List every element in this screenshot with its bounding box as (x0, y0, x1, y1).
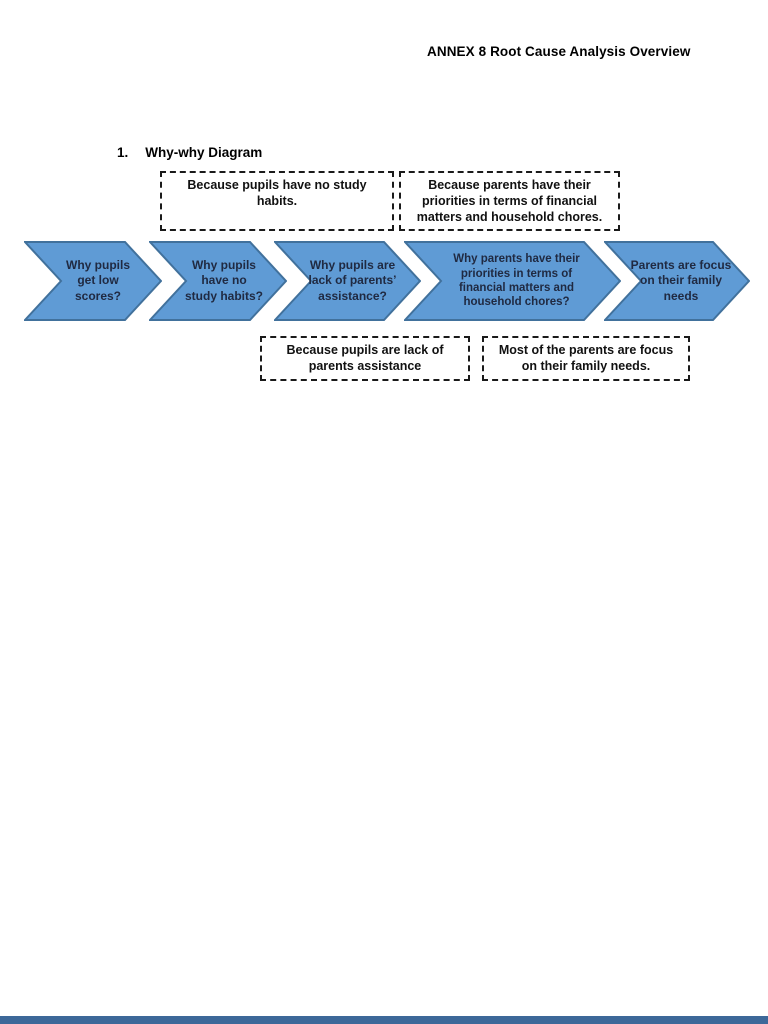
why-arrow-lack-of-assistance: Why pupils are lack of parents’ assistan… (274, 241, 421, 321)
answer-box-text: Because parents have their priorities in… (416, 178, 603, 224)
root-cause-arrow-family-needs: Parents are focus on their family needs (604, 241, 750, 321)
chevron-arrow-shape (24, 241, 162, 321)
why-arrow-parents-priorities: Why parents have their priorities in ter… (404, 241, 621, 321)
why-arrow-no-study-habits: Why pupils have no study habits? (149, 241, 287, 321)
arrow-label: Why pupils have no study habits? (184, 257, 263, 303)
section-number: 1. (117, 145, 129, 160)
arrow-label: Why pupils are lack of parents’ assistan… (308, 257, 397, 303)
chevron-arrow-shape (404, 241, 621, 321)
answer-box-family-needs: Most of the parents are focus on their f… (482, 336, 690, 381)
page-footer-bar (0, 1016, 768, 1024)
answer-box-text: Most of the parents are focus on their f… (498, 342, 674, 373)
arrow-label: Why pupils get low scores? (66, 257, 130, 303)
answer-box-parents-priorities: Because parents have their priorities in… (399, 171, 620, 231)
answer-box-text: Because pupils have no study habits. (187, 178, 367, 208)
section-heading-label: Why-why Diagram (145, 145, 263, 160)
section-heading: 1. Why-why Diagram (117, 145, 262, 160)
answer-box-study-habits: Because pupils have no study habits. (160, 171, 394, 231)
page-title: ANNEX 8 Root Cause Analysis Overview (427, 44, 691, 59)
answer-box-text: Because pupils are lack of parents assis… (286, 342, 444, 373)
chevron-arrow-shape (149, 241, 287, 321)
chevron-arrow-shape (604, 241, 750, 321)
why-arrow-low-scores: Why pupils get low scores? (24, 241, 162, 321)
answer-box-lack-of-assistance: Because pupils are lack of parents assis… (260, 336, 470, 381)
arrow-label: Parents are focus on their family needs (630, 257, 732, 303)
arrow-label: Why parents have their priorities in ter… (453, 253, 580, 309)
chevron-arrow-shape (274, 241, 421, 321)
